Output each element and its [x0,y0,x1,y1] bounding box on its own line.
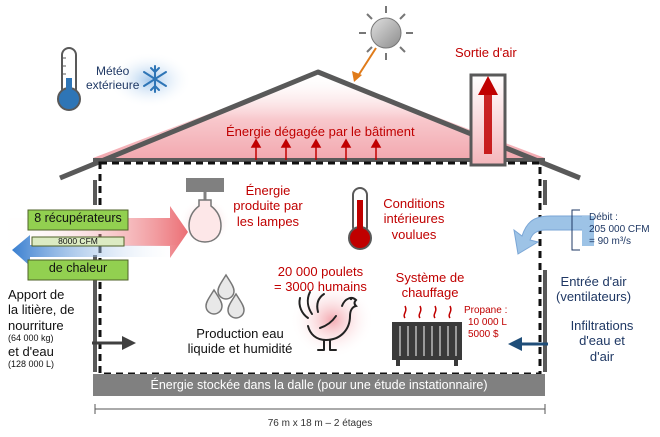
conditions-line-1: Conditions [383,196,445,211]
apport-line-6: (128 000 L) [8,358,55,369]
conditions-line-2: intérieures [383,211,445,227]
apport-arrow [122,336,136,350]
slab [93,374,545,396]
meteo-line-1: Météo [96,64,130,78]
debit-label: Débit : 205 000 CFM = 90 m³/s [589,212,650,247]
infiltrations-line-1: Infiltrations [570,318,634,333]
propane-label: Propane : 10 000 L 5000 $ [464,305,507,340]
infiltration-arrow [508,337,522,351]
apport-line-4: (64 000 kg) [8,332,54,343]
debit-bracket [571,209,580,251]
apport-line-1: Apport de [8,287,65,302]
meteo-line-2: extérieure [86,78,140,93]
dalle-label: Énergie stockée dans la dalle (pour une … [150,378,488,392]
roof-heat-area [93,72,545,158]
chaleur-box [27,259,129,281]
thermometer-hot-icon [348,187,372,250]
propane-line-1: Propane : [464,305,508,316]
rooster-icon [298,291,358,351]
infiltrations-line-3: d'air [589,348,615,364]
cfm-bar [31,236,125,247]
apport-line-5: et d'eau [8,343,54,359]
lampes-label: Énergie produite par les lampes [228,183,308,229]
apport-line-2: la litière, de [8,302,75,318]
poulets-line-2: = 3000 humains [274,279,367,295]
recuperateurs-box [27,209,129,231]
cold-intake-arrow [12,235,180,266]
apport-line-3: nourriture [8,317,64,333]
roof-heat-arrows [250,138,382,160]
light-bulb-icon [179,178,231,246]
propane-line-3: 5000 $ [468,328,499,340]
infiltrations-label: Infiltrations d'eau et d'air [554,318,650,364]
conditions-line-3: voulues [391,226,437,242]
entree-line-2: (ventilateurs) [556,289,632,305]
lampes-line-1: Énergie [245,183,291,198]
debit-line-3: = 90 m³/s [589,235,631,247]
building-outline [93,158,547,372]
apport-label: Apport de la litière, de nourriture (64 … [8,287,74,370]
propane-line-2: 10 000 L [468,316,507,328]
energie-batiment-label: Énergie dégagée par le bâtiment [226,124,415,139]
chauffage-line-1: Système de [395,270,465,285]
debit-line-2: 205 000 CFM [589,223,650,235]
debit-line-1: Débit : [589,212,618,223]
chauffage-label: Système de chauffage [390,270,470,301]
poulets-line-1: 20 000 poulets [277,264,364,279]
conditions-label: Conditions intérieures voulues [374,196,454,242]
production-line-2: liquide et humidité [187,341,293,357]
lampes-line-2: produite par [233,198,303,214]
thermometer-cold-icon [57,47,81,111]
lampes-line-3: les lampes [236,213,300,229]
production-line-1: Production eau [196,326,284,341]
chaleur-text: de chaleur [48,261,108,275]
snowflake-icon [143,65,167,93]
meteo-label: Météo extérieure [86,64,139,92]
entree-air-label: Entrée d'air (ventilateurs) [556,274,631,305]
sun-icon [359,6,413,60]
water-drops-icon [205,273,245,319]
poulets-label: 20 000 poulets = 3000 humains [274,264,367,295]
chauffage-line-2: chauffage [401,285,459,301]
cold-glow [108,52,192,108]
cfm-text: 8000 CFM [58,236,98,246]
infiltrations-line-2: d'eau et [579,333,625,349]
dimensions-label: 76 m x 18 m – 2 étages [250,418,390,430]
production-label: Production eau liquide et humidité [180,326,300,357]
radiator-icon [392,305,462,366]
exhaust-arrow [478,76,498,95]
recuperateurs-text: 8 récupérateurs [34,211,122,225]
entree-line-1: Entrée d'air [560,274,627,289]
sortie-air-label: Sortie d'air [455,45,517,60]
